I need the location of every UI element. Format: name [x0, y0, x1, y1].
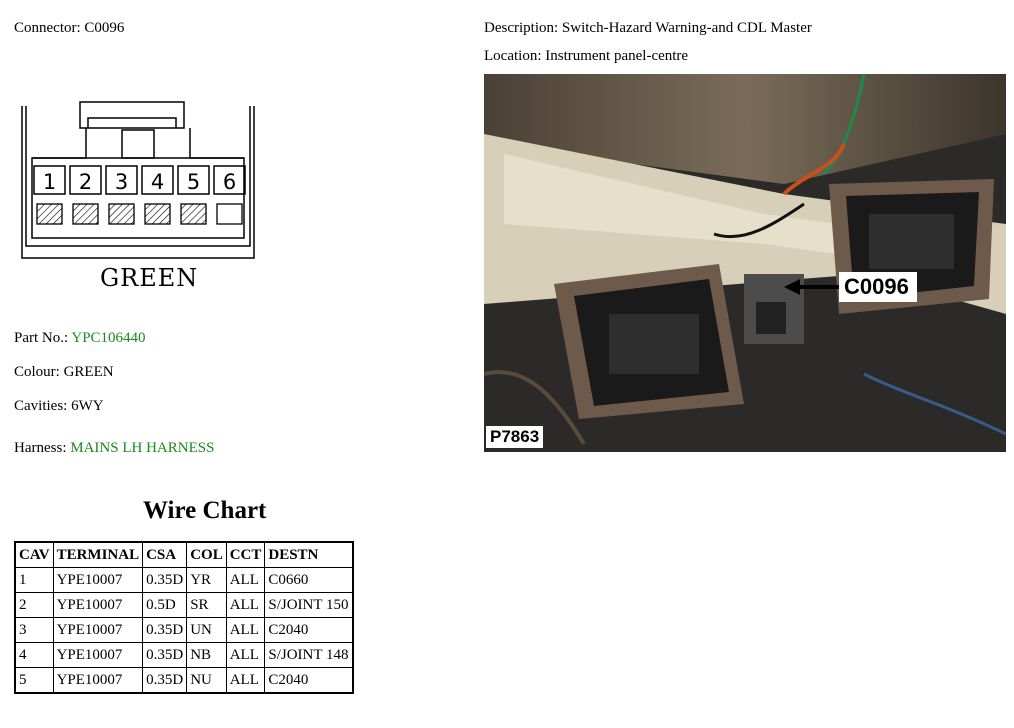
- location-value: Instrument panel-centre: [545, 48, 689, 64]
- part-no-line: Part No.: YPC106440: [14, 330, 146, 347]
- pin-number-5: 5: [187, 170, 200, 194]
- pin-box-3: [105, 165, 138, 195]
- diagram-colour-label: GREEN: [100, 264, 199, 292]
- connector-label: Connector:: [14, 20, 81, 36]
- table-cell: YPE10007: [52, 567, 144, 593]
- table-cell: 0.5D: [142, 592, 188, 618]
- wire-chart-header-csa: CSA: [142, 541, 188, 568]
- location-photo: C0096 P7863: [484, 74, 1006, 452]
- part-no-label: Part No.:: [14, 330, 69, 346]
- description-line: Description: Switch-Hazard Warning-and C…: [484, 20, 812, 37]
- description-label: Description:: [484, 20, 559, 36]
- harness-label: Harness:: [14, 440, 67, 456]
- table-cell: YR: [186, 567, 227, 593]
- pin-number-6: 6: [223, 170, 236, 194]
- table-cell: C0660: [264, 567, 354, 593]
- wire-chart-header-cct: CCT: [225, 541, 266, 568]
- cavity-4: [144, 203, 171, 225]
- harness-link[interactable]: MAINS LH HARNESS: [70, 440, 215, 456]
- table-cell: 5: [14, 667, 54, 694]
- table-cell: 0.35D: [142, 642, 188, 668]
- table-cell: 1: [14, 567, 54, 593]
- cavity-row: [36, 203, 243, 225]
- pin-box-2: [69, 165, 102, 195]
- cavities-line: Cavities: 6WY: [14, 398, 104, 415]
- pin-box-1: [33, 165, 66, 195]
- location-photo-illustration: [484, 74, 1006, 452]
- cavity-1: [36, 203, 63, 225]
- table-cell: S/JOINT 148: [264, 642, 354, 668]
- pin-number-2: 2: [79, 170, 92, 194]
- cavities-value: 6WY: [71, 398, 104, 414]
- wire-chart-header-destn: DESTN: [264, 541, 354, 568]
- wire-chart-title: Wire Chart: [143, 497, 267, 524]
- table-cell: C2040: [264, 667, 354, 694]
- table-cell: ALL: [225, 617, 266, 643]
- wire-chart-header-cav: CAV: [14, 541, 54, 568]
- pin-number-4: 4: [151, 170, 164, 194]
- cavity-2: [72, 203, 99, 225]
- table-cell: ALL: [225, 642, 266, 668]
- left-air-vent: [554, 264, 744, 419]
- table-cell: YPE10007: [52, 642, 144, 668]
- colour-line: Colour: GREEN: [14, 364, 114, 381]
- table-cell: C2040: [264, 617, 354, 643]
- table-cell: 3: [14, 617, 54, 643]
- table-cell: 4: [14, 642, 54, 668]
- table-cell: 0.35D: [142, 567, 188, 593]
- pin-box-6: [213, 165, 246, 195]
- photo-code-label: P7863: [486, 426, 544, 448]
- location-label: Location:: [484, 48, 542, 64]
- table-cell: ALL: [225, 592, 266, 618]
- connector-line: Connector: C0096: [14, 20, 124, 37]
- table-cell: YPE10007: [52, 667, 144, 694]
- table-cell: 0.35D: [142, 667, 188, 694]
- table-cell: S/JOINT 150: [264, 592, 354, 618]
- photo-callout-label: C0096: [844, 274, 909, 299]
- table-cell: UN: [186, 617, 227, 643]
- location-line: Location: Instrument panel-centre: [484, 48, 688, 65]
- table-cell: ALL: [225, 567, 266, 593]
- table-cell: YPE10007: [52, 592, 144, 618]
- wire-chart-header-terminal: TERMINAL: [52, 541, 144, 568]
- table-cell: 0.35D: [142, 617, 188, 643]
- table-cell: SR: [186, 592, 227, 618]
- table-cell: ALL: [225, 667, 266, 694]
- harness-line: Harness: MAINS LH HARNESS: [14, 440, 214, 457]
- pin-box-5: [177, 165, 210, 195]
- table-cell: NB: [186, 642, 227, 668]
- table-cell: NU: [186, 667, 227, 694]
- cavities-label: Cavities:: [14, 398, 68, 414]
- part-no-link[interactable]: YPC106440: [71, 330, 146, 346]
- cavity-3: [108, 203, 135, 225]
- pin-box-4: [141, 165, 174, 195]
- wire-chart-header-col: COL: [186, 541, 227, 568]
- cavity-5: [180, 203, 207, 225]
- colour-label: Colour:: [14, 364, 60, 380]
- connector-value: C0096: [84, 20, 125, 36]
- colour-value: GREEN: [63, 364, 114, 380]
- table-cell: YPE10007: [52, 617, 144, 643]
- description-value: Switch-Hazard Warning-and CDL Master: [561, 20, 812, 36]
- pin-number-1: 1: [43, 170, 56, 194]
- cavity-6: [216, 203, 243, 225]
- table-cell: 2: [14, 592, 54, 618]
- pin-number-3: 3: [115, 170, 128, 194]
